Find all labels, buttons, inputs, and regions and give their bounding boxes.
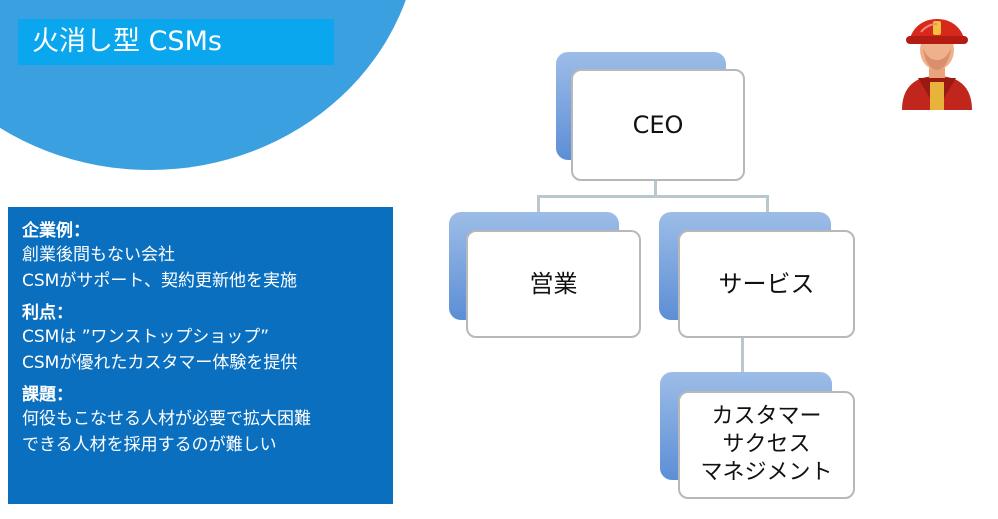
org-node-label-line: マネジメント <box>700 460 833 485</box>
org-node-label: CEO <box>632 111 684 139</box>
org-node-csm: カスタマー サクセス マネジメント <box>678 391 855 499</box>
connector-horizontal <box>537 195 769 198</box>
org-node-ceo: CEO <box>571 69 745 181</box>
section-line: できる人材を採用するのが難しい <box>22 435 277 455</box>
section-line: CSMが優れたカスタマー体験を提供 <box>22 353 298 373</box>
org-node-label: 営業 <box>529 270 578 298</box>
connector-service-down <box>741 336 744 392</box>
section-heading: 利点： <box>22 303 73 323</box>
org-node-label-line: サクセス <box>722 432 811 457</box>
section-line: 何役もこなせる人材が必要で拡大困難 <box>22 409 311 429</box>
section-heading: 課題： <box>22 385 73 405</box>
section-heading: 企業例： <box>22 221 90 241</box>
section-example: 企業例： 創業後間もない会社 CSMがサポート、契約更新他を実施 <box>22 220 379 294</box>
connector-ceo-down <box>654 180 657 196</box>
firefighter-icon <box>902 19 972 110</box>
org-node-label-line: カスタマー <box>711 404 822 429</box>
section-challenges: 課題： 何役もこなせる人材が必要で拡大困難 できる人材を採用するのが難しい <box>22 384 379 458</box>
section-line: CSMがサポート、契約更新他を実施 <box>22 271 297 291</box>
section-advantages: 利点： CSMは ”ワンストップショップ” CSMが優れたカスタマー体験を提供 <box>22 302 379 376</box>
info-panel: 企業例： 創業後間もない会社 CSMがサポート、契約更新他を実施 利点： CSM… <box>8 207 393 504</box>
section-line: CSMは ”ワンストップショップ” <box>22 327 270 347</box>
org-node-label: サービス <box>718 270 815 298</box>
org-node-service: サービス <box>678 230 855 338</box>
section-line: 創業後間もない会社 <box>22 245 175 265</box>
org-node-sales: 営業 <box>466 230 641 338</box>
slide-title: 火消し型 CSMs <box>18 19 334 65</box>
